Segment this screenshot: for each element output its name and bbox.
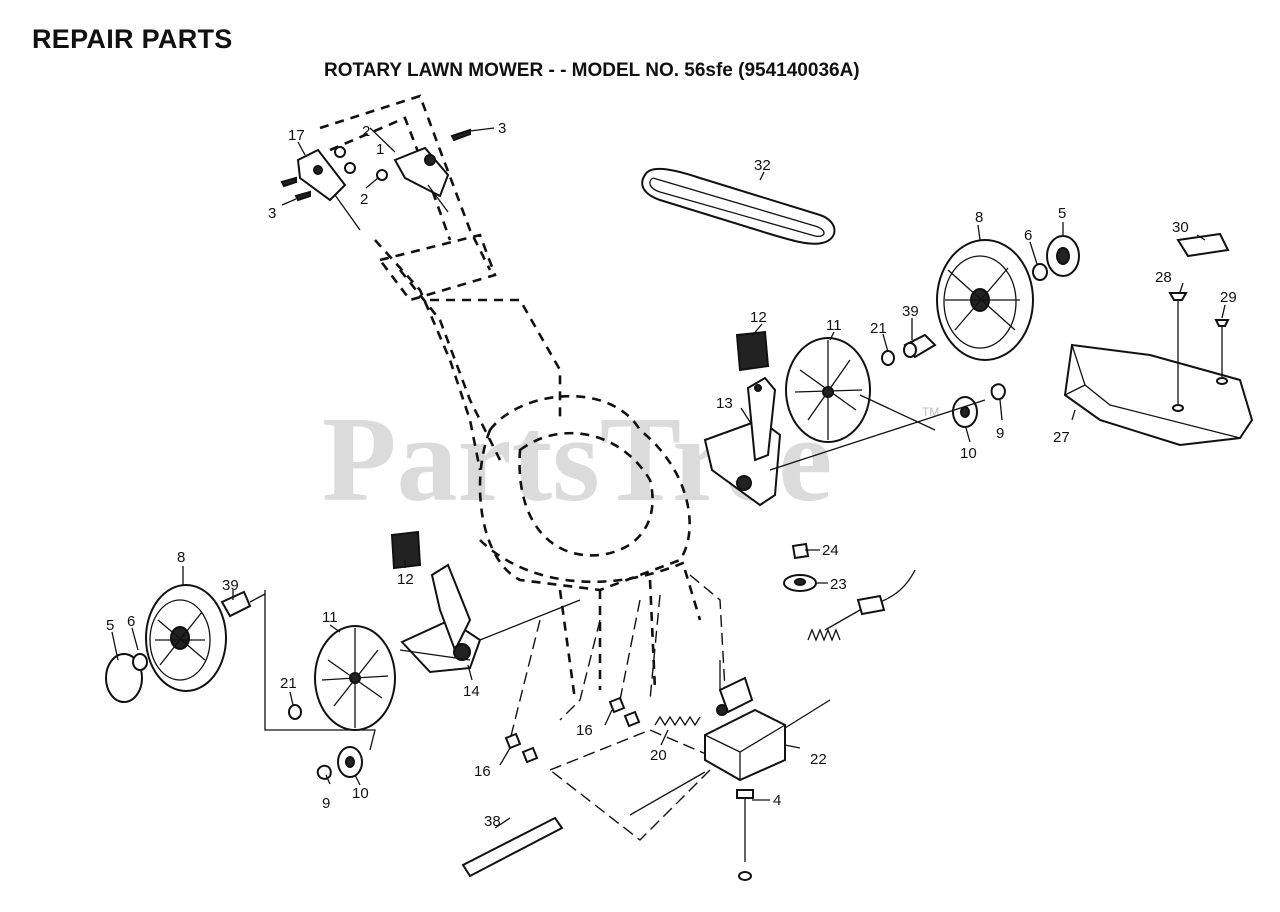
callout-14: 14 [463, 683, 480, 700]
callout-10: 10 [352, 785, 369, 802]
nuts-16 [504, 696, 641, 764]
nuts-2 [334, 146, 388, 181]
callout-12: 12 [750, 309, 767, 326]
drive-shaft [629, 699, 831, 816]
pinion-10-left [337, 746, 363, 778]
washer-21-left [288, 704, 302, 720]
callout-38: 38 [484, 813, 501, 830]
callout-3: 3 [268, 205, 276, 222]
drive-belt-32 [641, 167, 836, 245]
clip-9-left [316, 764, 332, 780]
knob-12-left [390, 530, 422, 570]
nut-6-left [132, 653, 148, 671]
callout-8: 8 [177, 549, 185, 566]
callout-16: 16 [474, 763, 491, 780]
pinion-10-right [952, 396, 978, 428]
callout-29: 29 [1220, 289, 1237, 306]
clip-9-right [990, 383, 1006, 401]
wheel-8-left [145, 584, 227, 692]
nut-6-right [1032, 263, 1048, 281]
handle-outline [319, 94, 562, 471]
callout-5: 5 [1058, 205, 1066, 222]
callout-27: 27 [1053, 429, 1070, 446]
callout-6: 6 [127, 613, 135, 630]
rear-baffle-27 [1063, 343, 1254, 447]
callout-9: 9 [322, 795, 330, 812]
knob-12-right [735, 330, 770, 372]
wheel-11-left [314, 625, 396, 731]
callout-39: 39 [222, 577, 239, 594]
callout-22: 22 [810, 751, 827, 768]
callout-17: 17 [288, 127, 305, 144]
callout-11: 11 [322, 609, 338, 626]
bracket-lines-left [249, 590, 581, 751]
callout-16: 16 [576, 722, 593, 739]
callout-labels: 1 2 2 3 3 17 32 8 5 6 30 28 29 27 12 11 … [106, 120, 1237, 830]
callout-30: 30 [1172, 219, 1189, 236]
control-bracket-1 [393, 146, 450, 213]
watermark-trademark: TM [922, 405, 939, 419]
callout-24: 24 [822, 542, 839, 559]
callout-20: 20 [650, 747, 667, 764]
callout-21: 21 [280, 675, 297, 692]
callout-32: 32 [754, 157, 771, 174]
transmission-22 [704, 660, 786, 782]
callout-2: 2 [362, 123, 370, 140]
callout-6: 6 [1024, 227, 1032, 244]
callout-13: 13 [716, 395, 733, 412]
height-adjuster-14 [399, 563, 482, 674]
callout-21: 21 [870, 320, 887, 337]
callout-2: 2 [360, 191, 368, 208]
bushing-39-left [220, 590, 252, 618]
callout-3: 3 [498, 120, 506, 137]
callout-39: 39 [902, 303, 919, 320]
pulley-23 [783, 574, 817, 592]
spring-20 [654, 715, 701, 727]
label-30 [1176, 232, 1230, 258]
nut-24 [791, 542, 810, 560]
leader-lines [111, 127, 1226, 829]
callout-23: 23 [830, 576, 847, 593]
screw-28 [1168, 292, 1188, 412]
axle-38 [461, 816, 564, 878]
spring-upper [807, 628, 841, 642]
washer-21-right [881, 350, 895, 366]
page-title: REPAIR PARTS [32, 24, 233, 54]
callout-9: 9 [996, 425, 1004, 442]
callout-11: 11 [826, 317, 842, 334]
screws-3 [280, 127, 495, 206]
deck-outline [478, 394, 702, 701]
control-cable [824, 569, 916, 631]
axle-line-right [769, 394, 986, 471]
callout-5: 5 [106, 617, 114, 634]
height-adjuster-13 [703, 376, 782, 507]
wheel-11-right [785, 337, 871, 443]
callout-28: 28 [1155, 269, 1172, 286]
screw-29 [1214, 319, 1230, 385]
diagram-title: ROTARY LAWN MOWER - - MODEL NO. 56sfe (9… [324, 60, 860, 81]
control-bracket-17 [296, 148, 361, 231]
wheel-8-right [936, 239, 1034, 361]
callout-8: 8 [975, 209, 983, 226]
bushing-39-right [903, 333, 937, 359]
callout-12: 12 [397, 571, 414, 588]
bolt-4 [736, 789, 754, 881]
callout-4: 4 [773, 792, 781, 809]
callout-10: 10 [960, 445, 977, 462]
callout-1: 1 [376, 141, 384, 158]
hubcap-5-right [1046, 235, 1080, 277]
